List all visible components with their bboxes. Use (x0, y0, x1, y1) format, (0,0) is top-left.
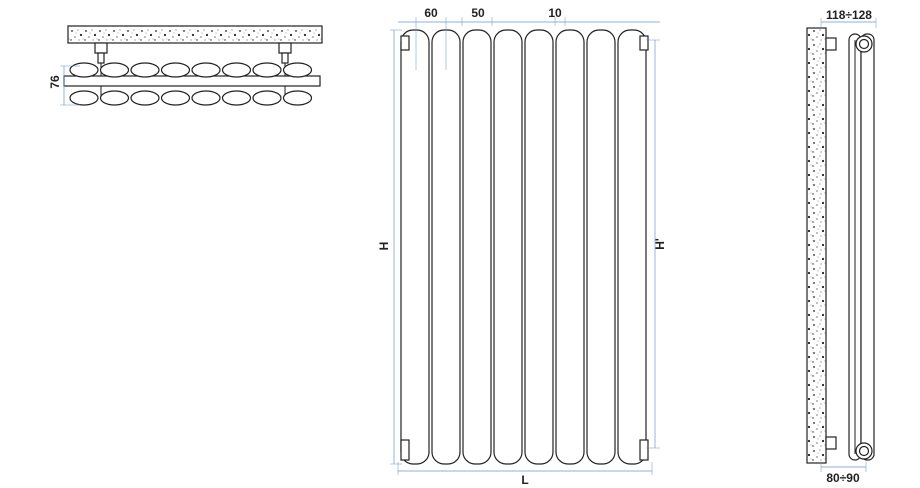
axis-height-dimension (646, 39, 660, 449)
radiator-tube (617, 29, 647, 465)
top-view: 76 (48, 25, 323, 106)
side-bottom-depth-label: 80÷90 (826, 471, 860, 485)
top-tube-section (282, 90, 313, 106)
top-tube-section (160, 90, 191, 106)
top-tube-section (130, 62, 160, 78)
header-plug (400, 35, 410, 51)
bottom-valves (400, 439, 649, 461)
axis-height-label: H' (653, 238, 667, 250)
top-tube-section (191, 62, 221, 78)
length-dimension (397, 462, 653, 475)
radiator-tube (586, 29, 616, 465)
top-tube-section (252, 62, 282, 78)
side-top-bracket (825, 37, 837, 51)
top-view-header-pipe (63, 75, 321, 87)
top-tube-section (69, 62, 99, 78)
radiator-tube (431, 29, 461, 465)
radiator-tube (400, 29, 430, 465)
side-wall-section (806, 27, 827, 464)
side-top-dimension (820, 18, 877, 28)
top-dimension-line (398, 17, 660, 70)
top-tube-section (221, 62, 252, 78)
top-tube-section (160, 62, 191, 78)
side-view: 118÷128 80÷90 (806, 8, 877, 485)
side-bottom-connector (855, 442, 873, 460)
radiator-tube (493, 29, 523, 465)
wall-section (67, 25, 323, 44)
top-tube-section (99, 90, 130, 106)
side-top-connector (855, 35, 873, 53)
front-view: 60 50 10 H H' L (377, 6, 667, 487)
top-tube-section (221, 90, 252, 106)
pitch-label: 50 (471, 6, 485, 20)
gap-label: 10 (548, 6, 562, 20)
top-tube-section (282, 62, 313, 78)
front-view-tubes (400, 29, 649, 465)
height-label: H (377, 242, 391, 251)
side-bottom-bracket (825, 436, 837, 450)
top-tube-section (191, 90, 221, 106)
header-plug (639, 35, 649, 51)
top-tube-section (130, 90, 160, 106)
height-dimension (390, 29, 402, 465)
top-tube-section (99, 62, 130, 78)
radiator-tube (462, 29, 492, 465)
radiator-tube (555, 29, 585, 465)
side-front-tube (860, 33, 875, 461)
top-tube-section (252, 90, 282, 106)
depth-label: 76 (48, 75, 62, 89)
radiator-tube (524, 29, 554, 465)
length-label: L (521, 473, 528, 487)
side-top-depth-label: 118÷128 (826, 8, 872, 22)
top-tube-section (69, 90, 99, 106)
side-bottom-dimension (820, 462, 867, 472)
depth-dimension: 76 (48, 65, 80, 106)
top-view-tubes (69, 62, 313, 106)
tube-width-label: 60 (424, 6, 438, 20)
